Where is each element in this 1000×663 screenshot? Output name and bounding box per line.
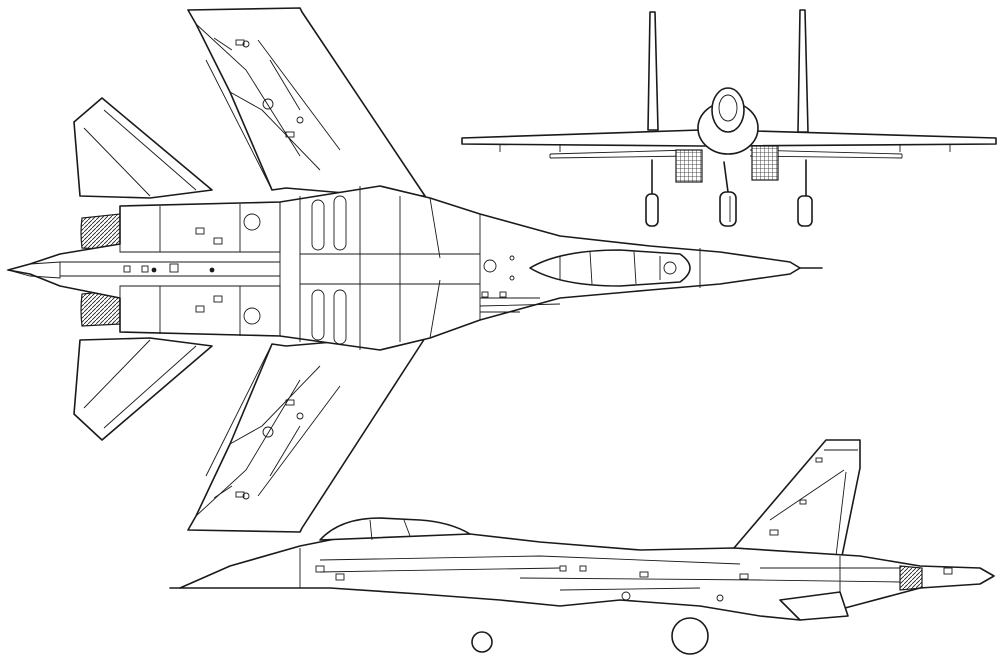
top-view [6,7,823,533]
top-view-upper-wing [187,7,426,197]
top-view-lower-wing [187,337,426,533]
top-view-canopy [529,249,691,287]
side-view-fin [733,439,861,557]
front-view-left-intake [675,149,703,183]
front-view-right-intake [751,145,779,181]
front-view-left-wheel [645,193,659,227]
side-view [169,439,995,655]
top-view-fuselage [7,185,801,351]
side-view-nozzle [899,565,923,591]
front-view-nose-wheel [719,191,737,227]
top-view-lower-nozzle [80,289,121,327]
top-view-lower-tailplane [73,337,213,441]
side-view-nose-wheel [471,631,493,653]
top-view-upper-tailplane [73,97,213,199]
side-view-main-wheel [671,617,709,655]
side-view-ventral-fin [779,591,849,621]
side-view-canopy [319,517,471,541]
side-view-fuselage [179,533,995,621]
front-view-right-wheel [797,195,813,227]
front-view [461,9,997,227]
front-view-right-fin [797,9,809,133]
front-view-left-fin [647,11,659,131]
